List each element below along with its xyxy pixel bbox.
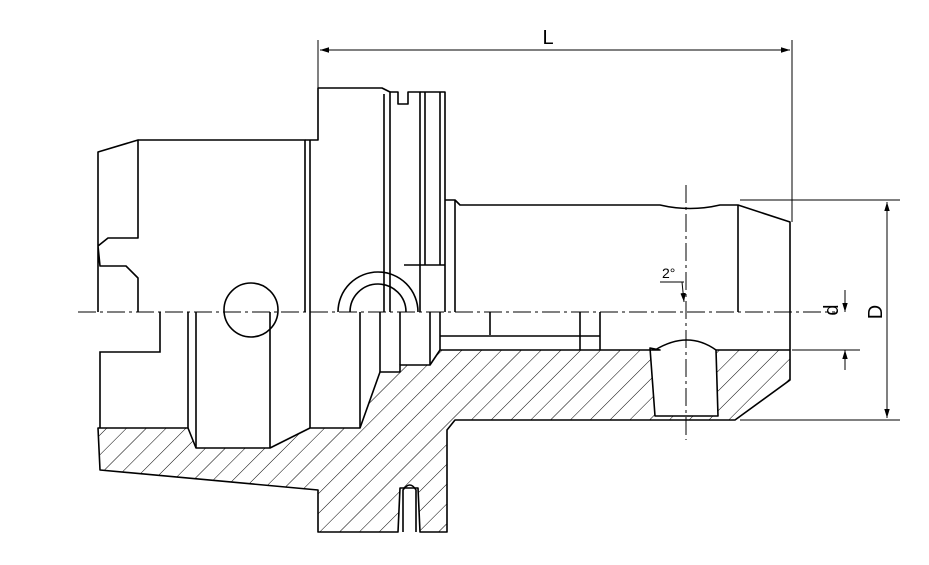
lower-outline [99,312,791,532]
flange-upper [305,87,391,312]
dimension-label-bore-diameter: d [821,304,843,315]
ball [223,282,279,338]
dimension-label-length: L [542,27,553,49]
coolant-pocket [337,271,419,313]
upper-outline [97,87,791,338]
shaft-upper [445,199,791,312]
center-lines [78,185,835,440]
dimension-label-outer-diameter: D [865,305,887,319]
section-lower [97,347,791,533]
taper-shank-upper [97,139,139,312]
dimension-label-taper-angle: 2° [662,265,675,281]
dimensions [317,40,900,421]
